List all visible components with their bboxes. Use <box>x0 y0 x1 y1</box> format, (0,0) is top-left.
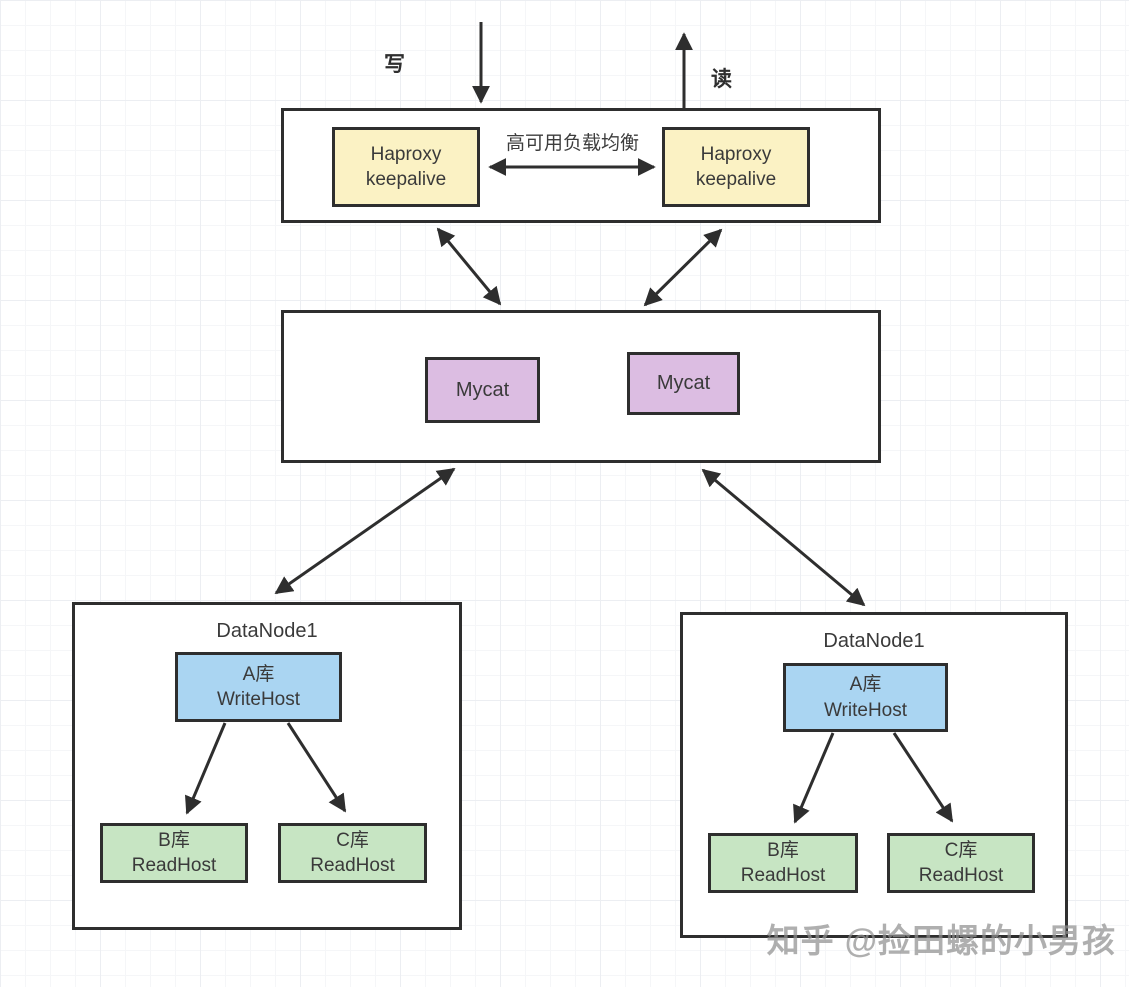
haproxy-node-right: Haproxy keepalive <box>662 127 810 207</box>
read-label: 读 <box>711 68 732 91</box>
readhost-c-node-left: C库 ReadHost <box>278 823 427 883</box>
mycat-node-right: Mycat <box>627 352 740 415</box>
haproxy-node-left-line1: Haproxy <box>370 143 442 165</box>
haproxy-node-right-line1: Haproxy <box>700 143 772 165</box>
readhost-c-node-right: C库 ReadHost <box>887 833 1035 893</box>
haproxy-node-right-line2: keepalive <box>695 169 777 190</box>
writehost-left-line1: A库 <box>242 663 275 685</box>
writehost-right-line1: A库 <box>849 674 882 696</box>
mycat-datanode-right-arrow <box>701 468 866 607</box>
mycat-node-right-label: Mycat <box>656 372 711 395</box>
write-label: 写 <box>384 53 405 76</box>
writehost-node-right: A库 WriteHost <box>783 663 948 732</box>
haproxy-mycat-right-arrow <box>643 228 723 307</box>
datanode-right-title: DataNode1 <box>823 630 925 652</box>
writehost-node-left: A库 WriteHost <box>175 652 342 722</box>
haproxy-mycat-left-arrow <box>436 227 502 306</box>
mycat-datanode-left-arrow <box>274 467 456 595</box>
haproxy-node-left-line2: keepalive <box>365 169 447 190</box>
readhost-b-left-line2: ReadHost <box>131 855 217 876</box>
readhost-b-right-line2: ReadHost <box>740 865 826 886</box>
mycat-cluster-container <box>281 310 881 463</box>
readhost-c-left-line1: C库 <box>336 829 369 851</box>
writehost-left-line2: WriteHost <box>216 689 301 710</box>
readhost-b-left-line1: B库 <box>158 829 190 851</box>
readhost-c-right-line2: ReadHost <box>918 865 1004 886</box>
lb-cluster-title: 高可用负载均衡 <box>505 133 639 154</box>
readhost-b-right-line1: B库 <box>767 839 799 861</box>
mycat-node-left-label: Mycat <box>455 378 510 401</box>
readhost-b-node-left: B库 ReadHost <box>100 823 248 883</box>
mycat-node-left: Mycat <box>425 357 540 423</box>
readhost-b-node-right: B库 ReadHost <box>708 833 858 893</box>
readhost-c-left-line2: ReadHost <box>310 855 395 876</box>
writehost-right-line2: WriteHost <box>823 699 908 721</box>
readhost-c-right-line1: C库 <box>944 839 978 861</box>
zhihu-watermark: 知乎 @捡田螺的小男孩 <box>766 922 1116 959</box>
haproxy-node-left: Haproxy keepalive <box>332 127 480 207</box>
datanode-left-title: DataNode1 <box>216 620 318 642</box>
